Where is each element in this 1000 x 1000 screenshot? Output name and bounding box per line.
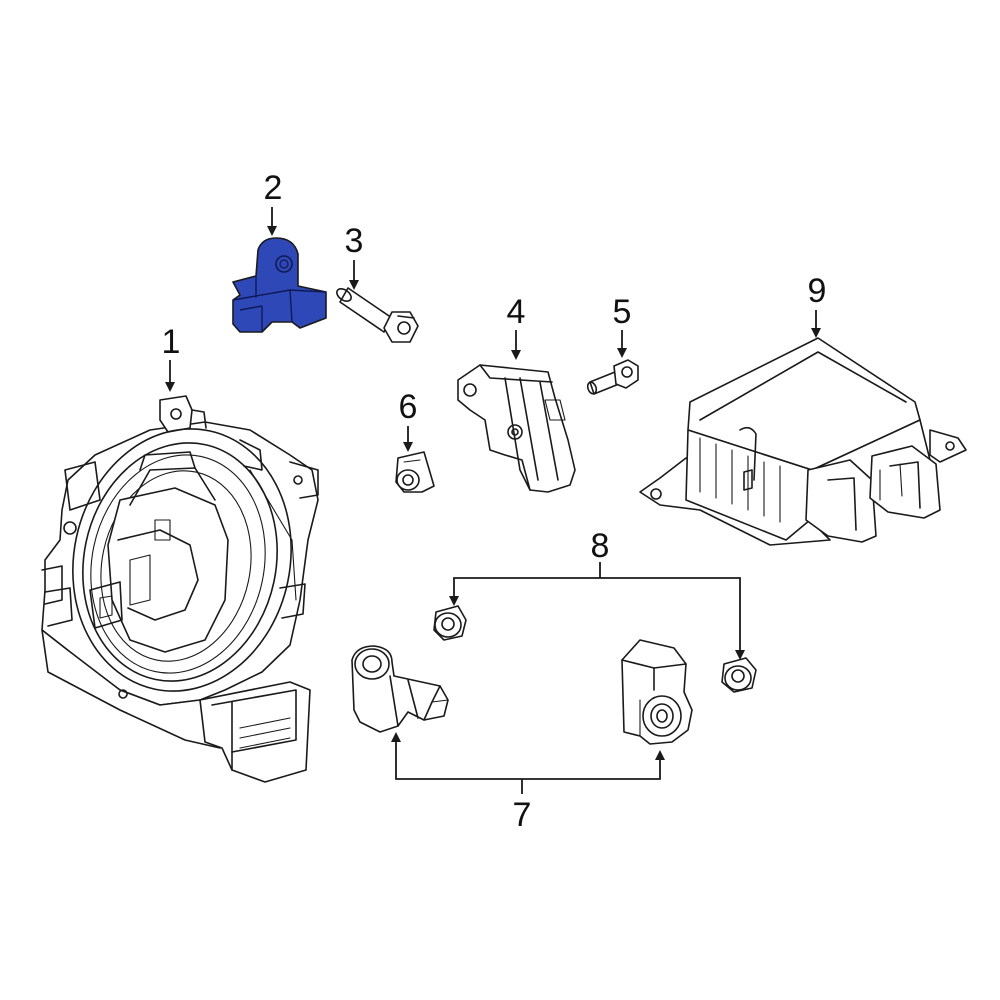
callout-5: 5 (613, 293, 632, 331)
callout-3: 3 (345, 222, 364, 260)
part-1-clock-spring[interactable] (41, 395, 319, 783)
part-4-bracket-sensor[interactable] (457, 364, 576, 493)
callout-6: 6 (399, 388, 418, 426)
part-5-bolt[interactable] (586, 359, 639, 395)
callout-1: 1 (162, 323, 181, 361)
callout-8: 8 (591, 527, 610, 565)
callout-9: 9 (808, 272, 827, 310)
part-8-nut-left[interactable] (433, 605, 467, 641)
part-6-nut-clip[interactable] (395, 451, 435, 493)
callout-4: 4 (507, 293, 526, 331)
part-7-sensor-right[interactable] (621, 639, 693, 745)
callout-2: 2 (264, 169, 283, 207)
callout-7: 7 (513, 796, 532, 834)
leader-lines (165, 207, 821, 794)
part-8-nut-right[interactable] (721, 657, 757, 693)
part-7-sensor-left[interactable] (351, 645, 449, 733)
part-9-control-module[interactable] (639, 337, 967, 546)
part-2-sensor[interactable] (232, 237, 327, 333)
part-3-bolt[interactable] (335, 286, 419, 343)
